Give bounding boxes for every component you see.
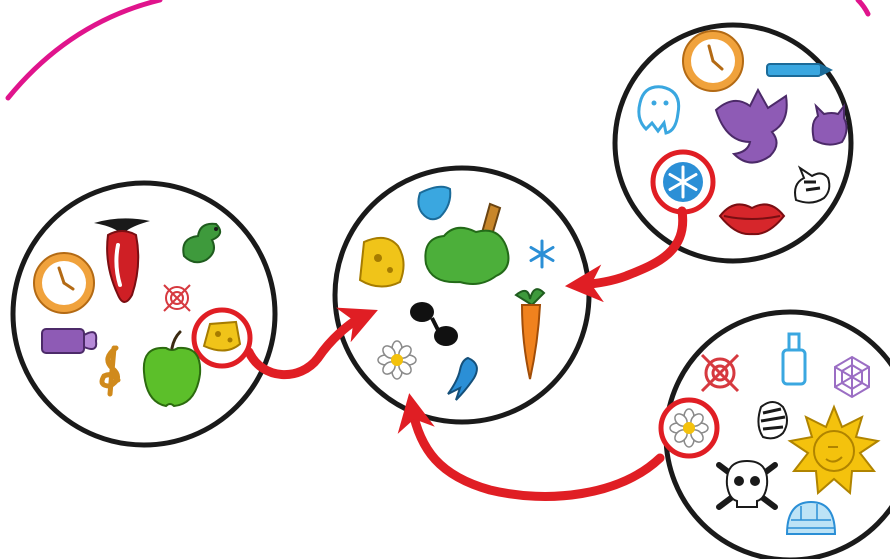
lips-icon xyxy=(718,203,786,236)
dinosaur-icon xyxy=(182,222,222,264)
treble-clef-icon xyxy=(99,345,121,397)
dog-icon xyxy=(794,165,831,204)
clock-icon xyxy=(682,30,744,92)
pencil-icon xyxy=(766,63,833,77)
sunglasses-icon xyxy=(410,302,458,346)
igloo-icon xyxy=(785,500,837,535)
card-left[interactable] xyxy=(10,180,278,448)
table-rim xyxy=(5,0,163,101)
match-arrow-daisy xyxy=(397,393,665,501)
match-arrow-snowflake xyxy=(564,206,688,303)
card-top-right[interactable] xyxy=(612,22,854,264)
target-icon xyxy=(700,353,740,393)
dragon-icon xyxy=(714,87,788,164)
ghost-icon xyxy=(637,85,681,135)
card-bottom-right[interactable] xyxy=(658,309,890,559)
clock-icon xyxy=(33,252,95,314)
snowflake-icon[interactable] xyxy=(650,149,716,215)
daisy-icon xyxy=(377,340,417,380)
target-icon xyxy=(163,284,191,312)
match-arrow-cheese xyxy=(244,307,378,379)
cheese-icon xyxy=(358,236,405,288)
bottle-icon xyxy=(781,332,807,386)
table-rim-right xyxy=(855,0,871,17)
cheese-icon[interactable] xyxy=(191,307,253,369)
apple-icon xyxy=(142,330,202,408)
daisy-icon[interactable] xyxy=(658,397,720,459)
cat-icon xyxy=(811,102,848,146)
skull-icon xyxy=(716,459,778,510)
candle-icon xyxy=(41,328,98,354)
water-drop-icon xyxy=(417,185,452,221)
zebra-icon xyxy=(757,401,788,440)
tree-icon xyxy=(424,202,510,285)
chili-pepper-icon xyxy=(94,218,150,303)
carrot-icon xyxy=(514,288,546,380)
spiderweb-icon xyxy=(834,355,870,399)
snowflake-icon xyxy=(529,239,555,269)
sun-icon xyxy=(787,404,881,496)
dolphin-icon xyxy=(447,356,478,401)
card-center[interactable] xyxy=(332,165,592,425)
